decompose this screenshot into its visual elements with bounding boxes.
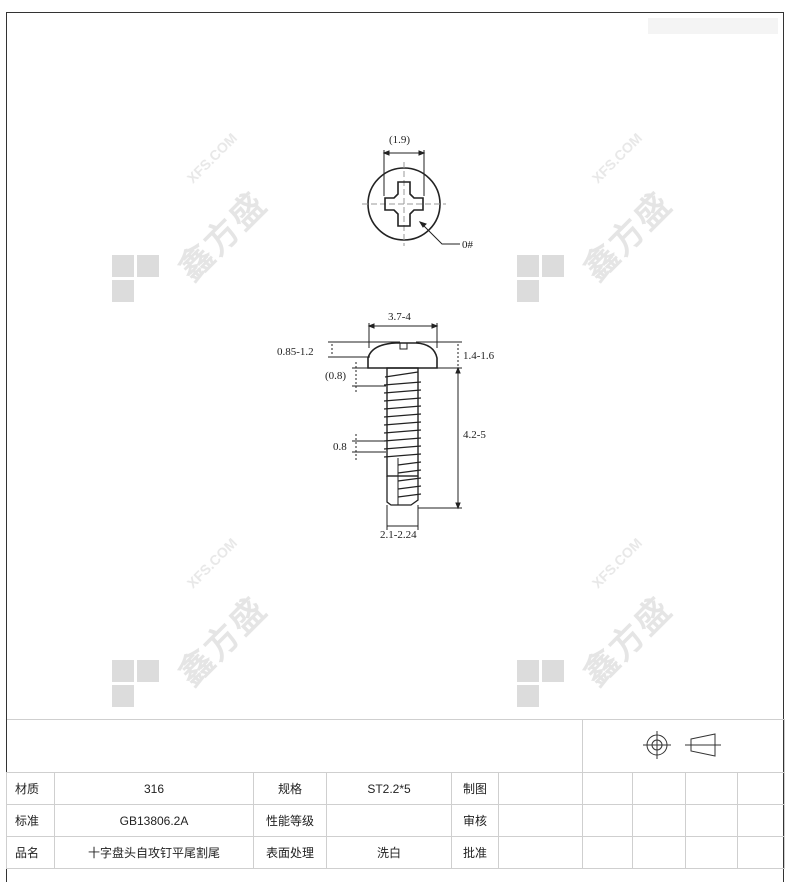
cell-product-name: 十字盘头自攻钉平尾割尾: [54, 836, 254, 869]
cell-grade: [326, 804, 452, 837]
cell-surface: 洗白: [326, 836, 452, 869]
dim-thread-diameter: 2.1-2.24: [380, 529, 417, 541]
dim-slot-width: (1.9): [389, 134, 410, 146]
cell-label: 材质: [6, 772, 55, 805]
concentric-circle-projection-icon: [642, 730, 671, 759]
watermark-logo: 鑫方盛 XFS.COM: [110, 130, 290, 310]
cell-label: 性能等级: [253, 804, 327, 837]
dim-head-height: 1.4-1.6: [463, 350, 495, 362]
cell-standard: GB13806.2A: [54, 804, 254, 837]
watermark-logo: 鑫方盛 XFS.COM: [515, 535, 695, 715]
dim-drive-size: 0#: [462, 239, 474, 251]
dim-pitch: 0.8: [333, 441, 347, 453]
table-row: 标准 GB13806.2A 性能等级 审核: [6, 804, 785, 837]
cell-label: 标准: [6, 804, 55, 837]
top-view: (1.9) 0#: [362, 134, 474, 251]
cell-label: 表面处理: [253, 836, 327, 869]
cell-material: 316: [54, 772, 254, 805]
cell-label: 批准: [451, 836, 499, 869]
watermark-logo: 鑫方盛 XFS.COM: [110, 535, 290, 715]
screw-drawing: (1.9) 0# 3.7-4 0.85-1.2 1.4: [277, 134, 495, 541]
projection-symbols: [582, 719, 785, 773]
table-row: 材质 316 规格 ST2.2*5 制图: [6, 772, 785, 805]
cone-projection-icon: [684, 732, 721, 757]
drawing-frame: [6, 12, 784, 882]
dim-first-thread: (0.8): [325, 370, 346, 382]
title-area: [6, 719, 583, 773]
cell-label: 品名: [6, 836, 55, 869]
dim-length: 4.2-5: [463, 429, 486, 441]
cell-spec: ST2.2*5: [326, 772, 452, 805]
header-strip: [648, 18, 778, 34]
title-block: 材质 316 规格 ST2.2*5 制图 标准 GB13806.2A 性能等级 …: [6, 719, 785, 869]
cell-label: 制图: [451, 772, 499, 805]
dim-head-crown: 0.85-1.2: [277, 346, 314, 358]
cell-label: 规格: [253, 772, 327, 805]
cell-label: 审核: [451, 804, 499, 837]
dim-head-diameter: 3.7-4: [388, 311, 411, 323]
side-view: 3.7-4 0.85-1.2 1.4-1.6 (0.8) 0.8 4.2-5 2…: [277, 311, 495, 541]
watermark-logo: 鑫方盛 XFS.COM: [515, 130, 695, 310]
table-row: 品名 十字盘头自攻钉平尾割尾 表面处理 洗白 批准: [6, 836, 785, 869]
